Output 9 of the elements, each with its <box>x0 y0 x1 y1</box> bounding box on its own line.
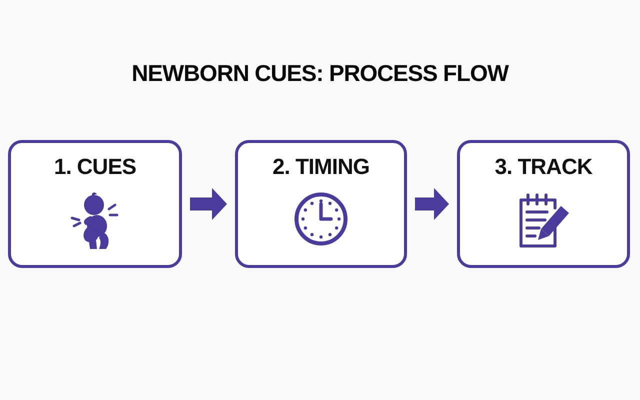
arrow <box>190 188 227 220</box>
step-title: 3. TRACK <box>494 156 592 178</box>
arrow <box>415 188 449 220</box>
diagram-title: NEWBORN CUES: PROCESS FLOW <box>132 62 508 85</box>
step-box <box>235 140 407 268</box>
step-title: 1. CUES <box>54 156 136 178</box>
step-title: 2. TIMING <box>272 156 370 178</box>
step-box <box>8 140 182 268</box>
step-box <box>457 140 630 268</box>
